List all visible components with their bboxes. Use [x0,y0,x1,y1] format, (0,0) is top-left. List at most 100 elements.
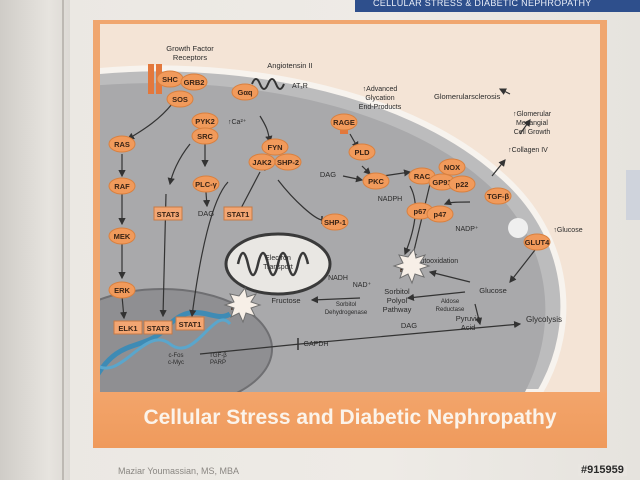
box-stat3_top: STAT3 [153,206,183,221]
node-mek-label: MEK [114,232,131,241]
node-sos: SOS [166,90,194,108]
node-sos-label: SOS [172,95,188,104]
image-stamp: #915959 [578,464,627,476]
node-shc-label: SHC [162,75,178,84]
node-shp2-label: SHP-2 [277,158,299,167]
label-nadh: NADH [328,275,348,282]
label-collagen: ↑Collagen IV [508,147,548,154]
node-p22: p22 [448,175,476,193]
label-pyruvic1: Pyruvic [456,314,481,323]
node-pld: PLD [348,143,376,161]
label-angiotensin: Angiotensin II [267,61,312,70]
node-ras-label: RAS [114,140,130,149]
page-edge [62,0,64,480]
node-p47-label: p47 [434,210,447,219]
label-receptors: Receptors [173,53,207,62]
node-pyk2: PYK2 [191,112,219,130]
label-glycolysis: Glycolysis [526,315,562,324]
label-electron2: Transport [263,264,293,271]
node-mek: MEK [108,227,136,245]
label-glomerulosclerosis: Glomerularsclerosis [434,92,501,101]
label-nadp: NADP⁺ [455,226,478,233]
box-stat3_bot-label: STAT3 [147,324,170,333]
node-plc-label: PLC-γ [195,180,217,189]
node-glut4: GLUT4 [523,233,551,251]
node-erk: ERK [108,281,136,299]
label-age1: ↑Advanced [363,86,398,93]
node-shp1: SHP-1 [321,213,349,231]
node-shp1-label: SHP-1 [324,218,346,227]
ros-star-cytoplasm [392,247,431,285]
label-aldose2: Reductase [436,307,465,313]
label-sp2: Polyol [387,296,408,305]
node-nox-label: NOX [444,163,460,172]
label-cfos1: c-Fos [169,353,184,359]
section-header: CELLULAR STRESS & DIABETIC NEPHROPATHY [355,0,640,12]
label-gapdh: GAPDH [304,341,329,348]
node-pkc-label: PKC [368,177,384,186]
node-grb2-label: GRB2 [184,78,205,87]
label-pyruvic2: Acid [461,323,476,332]
node-pyk2-label: PYK2 [195,117,215,126]
figure-title: Cellular Stress and Diabetic Nephropathy [143,406,557,429]
label-sp1: Sorbitol [384,287,410,296]
node-src-label: SRC [197,132,213,141]
node-ras: RAS [108,135,136,153]
box-stat3_top-label: STAT3 [157,210,180,219]
label-nad: NAD⁺ [353,282,372,289]
label-fructose: Fructose [271,296,300,305]
node-glut4-label: GLUT4 [525,238,550,247]
label-electron1: Electron [265,255,291,262]
node-tgfb-label: TGF-β [487,192,509,201]
node-fyn: FYN [261,138,289,156]
label-aldose1: Aldose [441,299,460,305]
label-dag2: DAG [198,209,214,218]
label-sorbitol-dh1: Sorbitol [336,302,356,308]
box-elk1: ELK1 [113,320,143,335]
node-gq-label: Gαq [237,88,252,97]
label-age3: End-Products [359,104,402,111]
figure-title-band: Cellular Stress and Diabetic Nephropathy [93,392,607,448]
node-erk-label: ERK [114,286,130,295]
book-spine [0,0,70,480]
label-glucose-in: Glucose [479,286,507,295]
node-grb2: GRB2 [180,73,208,91]
node-jak2-label: JAK2 [252,158,271,167]
at1r-receptor [251,78,285,90]
node-raf-label: RAF [114,182,130,191]
label-glucose-out: ↑Glucose [553,227,582,234]
label-gm1: ↑Glomerular [513,111,552,118]
box-stat1_top: STAT1 [223,206,253,221]
node-shc: SHC [156,70,184,88]
box-elk1-label: ELK1 [118,324,137,333]
label-sp3: Pathway [383,305,412,314]
node-rac-label: RAC [414,172,431,181]
node-p22-label: p22 [456,180,469,189]
node-p47: p47 [426,205,454,223]
label-age2: Glycation [365,95,394,102]
node-fyn-label: FYN [268,143,283,152]
node-pld-label: PLD [355,148,371,157]
label-gm2: Mesangial [516,120,548,127]
section-header-text: CELLULAR STRESS & DIABETIC NEPHROPATHY [373,0,592,8]
growth-factor-receptor [148,64,154,94]
node-raf: RAF [108,177,136,195]
box-stat1_bot-label: STAT1 [179,320,202,329]
label-dag1: DAG [320,170,336,179]
box-stat1_top-label: STAT1 [227,210,250,219]
node-p67-label: p67 [414,207,427,216]
node-gq: Gαq [231,83,259,101]
node-gp91-label: GP91 [432,178,451,187]
node-nox: NOX [438,158,466,176]
node-tgfb: TGF-β [484,187,512,205]
label-cfos2: c-Myc [168,360,184,366]
label-gm3: Cell Growth [514,129,551,136]
label-nadph: NADPH [378,196,403,203]
box-stat3_bot: STAT3 [143,320,173,335]
node-src: SRC [191,127,219,145]
label-dag3: DAG [401,321,417,330]
label-sorbitol-dh2: Dehydrogenase [325,310,368,316]
